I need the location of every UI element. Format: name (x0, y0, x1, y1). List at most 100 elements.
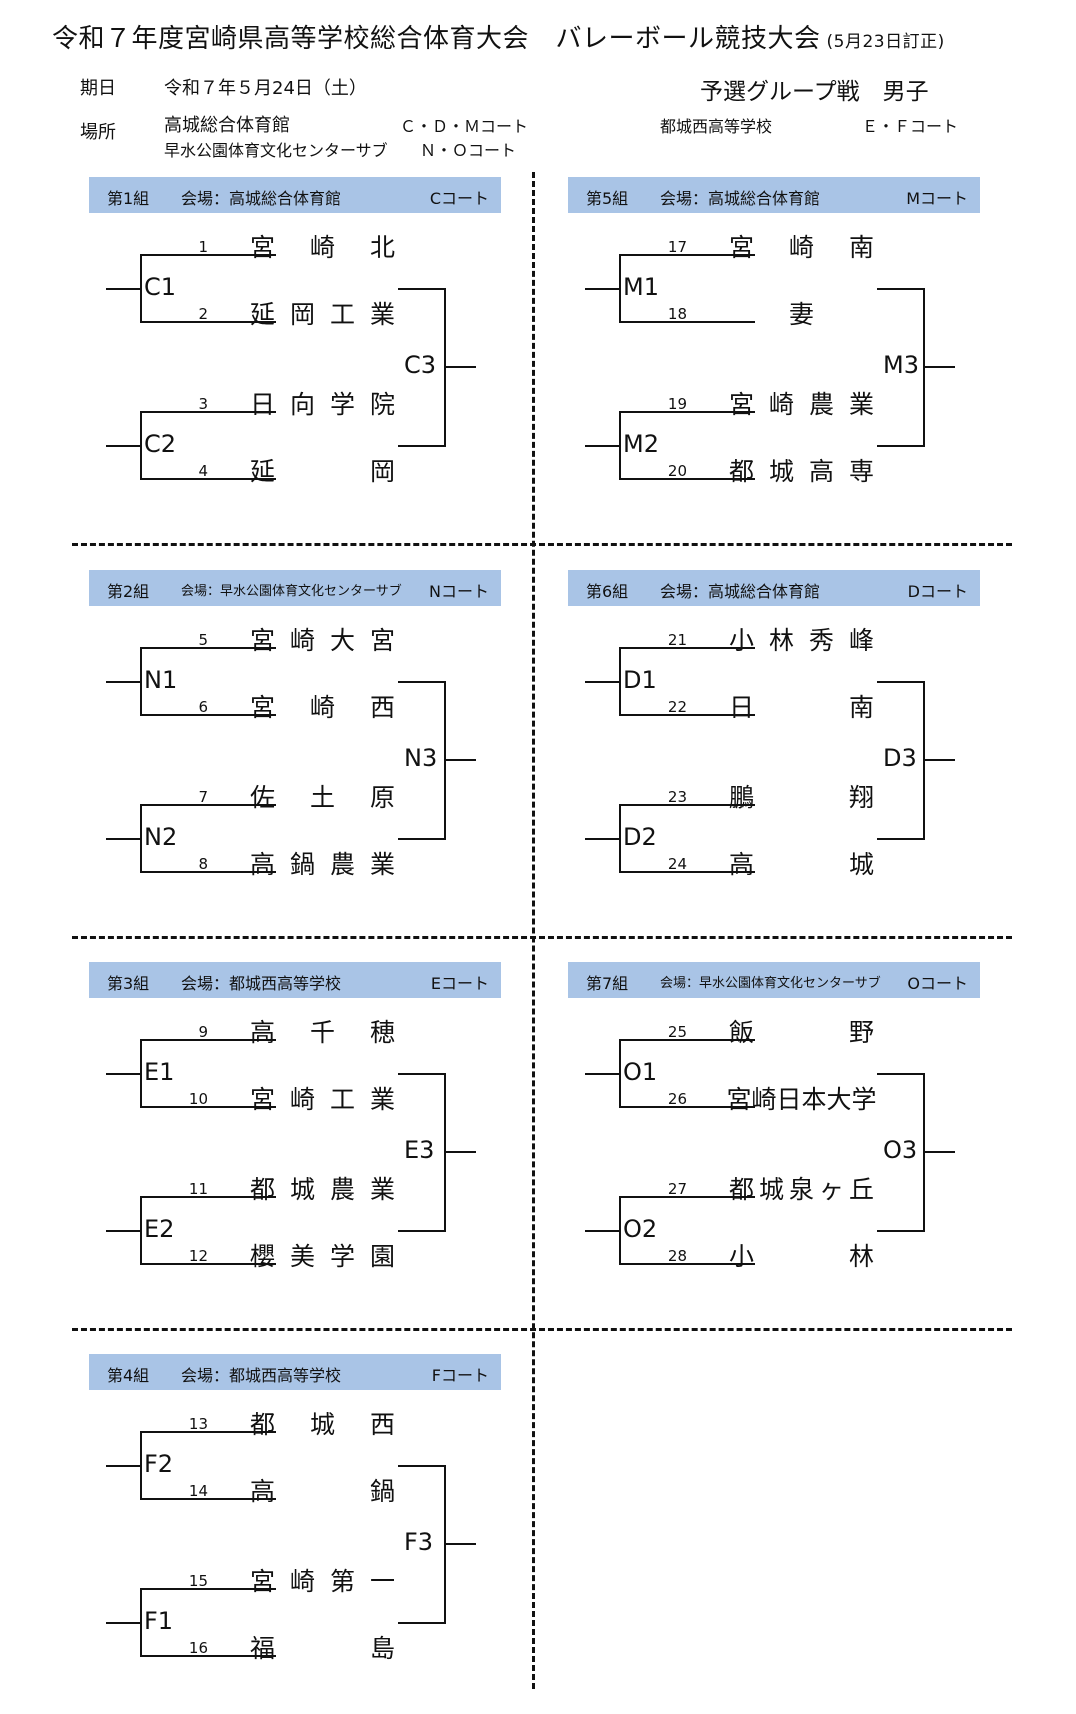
team-name: 宮崎北 (250, 228, 395, 264)
team-name: 妻 (729, 295, 874, 331)
seed-number: 3 (198, 395, 208, 413)
team-char: 高 (250, 1018, 276, 1047)
team-char: 宮 (250, 693, 276, 722)
team-char: 崎 (289, 626, 315, 655)
bracket-line (444, 1151, 476, 1153)
bracket-line (585, 287, 621, 290)
bracket-line (106, 444, 142, 447)
horizontal-divider (72, 543, 1012, 546)
bracket-line (140, 1431, 276, 1433)
team-char: 業 (369, 1175, 395, 1204)
team-char: 学 (329, 390, 355, 419)
bracket-line (619, 714, 755, 716)
team-char: 業 (369, 850, 395, 879)
bracket-line (877, 680, 925, 683)
bracket-line (140, 714, 276, 716)
bracket-line (619, 411, 755, 413)
venue1-courts: Ｃ・Ｄ・Ｍコート (400, 117, 529, 136)
team-char: 専 (848, 457, 874, 486)
venue3-courts: Ｅ・Ｆコート (862, 117, 959, 136)
team-char: 妻 (788, 300, 814, 329)
title-note: (5月23日訂正) (826, 32, 945, 52)
seed-number: 27 (667, 1180, 687, 1198)
bracket-line (140, 254, 276, 256)
group-court: Mコート (906, 189, 968, 208)
bracket-line (877, 287, 925, 290)
team-char: 佐 (250, 783, 276, 812)
bracket-line (585, 444, 621, 447)
bracket-line (619, 804, 755, 806)
team-name: 都城農業 (250, 1170, 395, 1206)
team-char: 高 (808, 457, 834, 486)
bracket-line (106, 1464, 142, 1467)
team-char: 業 (848, 390, 874, 419)
team-char: 岡 (289, 300, 315, 329)
group-label: 第2組 (107, 582, 150, 601)
team-char: 業 (369, 1085, 395, 1114)
team-name: 宮崎第一 (250, 1562, 395, 1598)
team-char: 飯 (729, 1018, 755, 1047)
team-char: 林 (848, 1242, 874, 1271)
match-label: D1 (621, 665, 659, 694)
bracket-line (398, 1464, 446, 1467)
team-char: 鍋 (369, 1477, 395, 1506)
bracket-line (923, 366, 955, 368)
bracket-line (140, 804, 276, 806)
team-char: 日 (729, 693, 755, 722)
team-char: 工 (329, 300, 355, 329)
horizontal-divider (72, 936, 1012, 939)
seed-number: 9 (198, 1023, 208, 1041)
bracket-line (619, 254, 755, 256)
match-label: D3 (881, 744, 919, 772)
team-char: 穂 (369, 1018, 395, 1047)
team-char: 都 (250, 1410, 276, 1439)
bracket-line (106, 1229, 142, 1232)
team-char: 千 (309, 1018, 335, 1047)
team-name: 飯野 (729, 1013, 874, 1049)
team-char: 城 (758, 1175, 784, 1204)
group-label: 第6組 (586, 582, 629, 601)
bracket-line (877, 1072, 925, 1075)
bracket-line (619, 478, 755, 480)
team-char: 園 (369, 1242, 395, 1271)
bracket-line (106, 680, 142, 683)
venue2-courts: Ｎ・Ｏコート (420, 141, 517, 160)
group-court: Cコート (429, 189, 489, 208)
bracket-line (106, 1621, 142, 1624)
team-char: 宮 (250, 233, 276, 262)
seed-number: 14 (188, 1482, 208, 1500)
team-char: 島 (369, 1634, 395, 1663)
team-char: 岡 (369, 457, 395, 486)
seed-number: 10 (188, 1090, 208, 1108)
group-venue: 会場：高城総合体育館 (660, 582, 821, 601)
match-label: M2 (621, 429, 661, 458)
bracket-line (140, 1498, 276, 1500)
seed-number: 2 (198, 305, 208, 323)
team-char: 大 (329, 626, 355, 655)
team-char: 都 (250, 1175, 276, 1204)
team-name: 宮崎西 (250, 688, 395, 724)
team-name: 宮崎工業 (250, 1080, 395, 1116)
team-char: ヶ (818, 1175, 844, 1204)
match-label: C3 (402, 351, 439, 379)
bracket-line (140, 871, 276, 873)
seed-number: 13 (188, 1415, 208, 1433)
team-char: 城 (309, 1410, 335, 1439)
match-label: M3 (881, 351, 921, 379)
bracket-line (140, 1196, 276, 1198)
bracket-line (106, 837, 142, 840)
match-label: N2 (142, 822, 180, 851)
team-char: 日 (250, 390, 276, 419)
team-name: 宮崎日本大学 (727, 1080, 877, 1116)
group-label: 第7組 (586, 974, 629, 993)
seed-number: 21 (667, 631, 687, 649)
group-label: 第5組 (586, 189, 629, 208)
bracket-line (140, 1655, 276, 1657)
match-label: C2 (142, 429, 179, 458)
match-label: F2 (142, 1449, 176, 1478)
bracket-line (140, 478, 276, 480)
